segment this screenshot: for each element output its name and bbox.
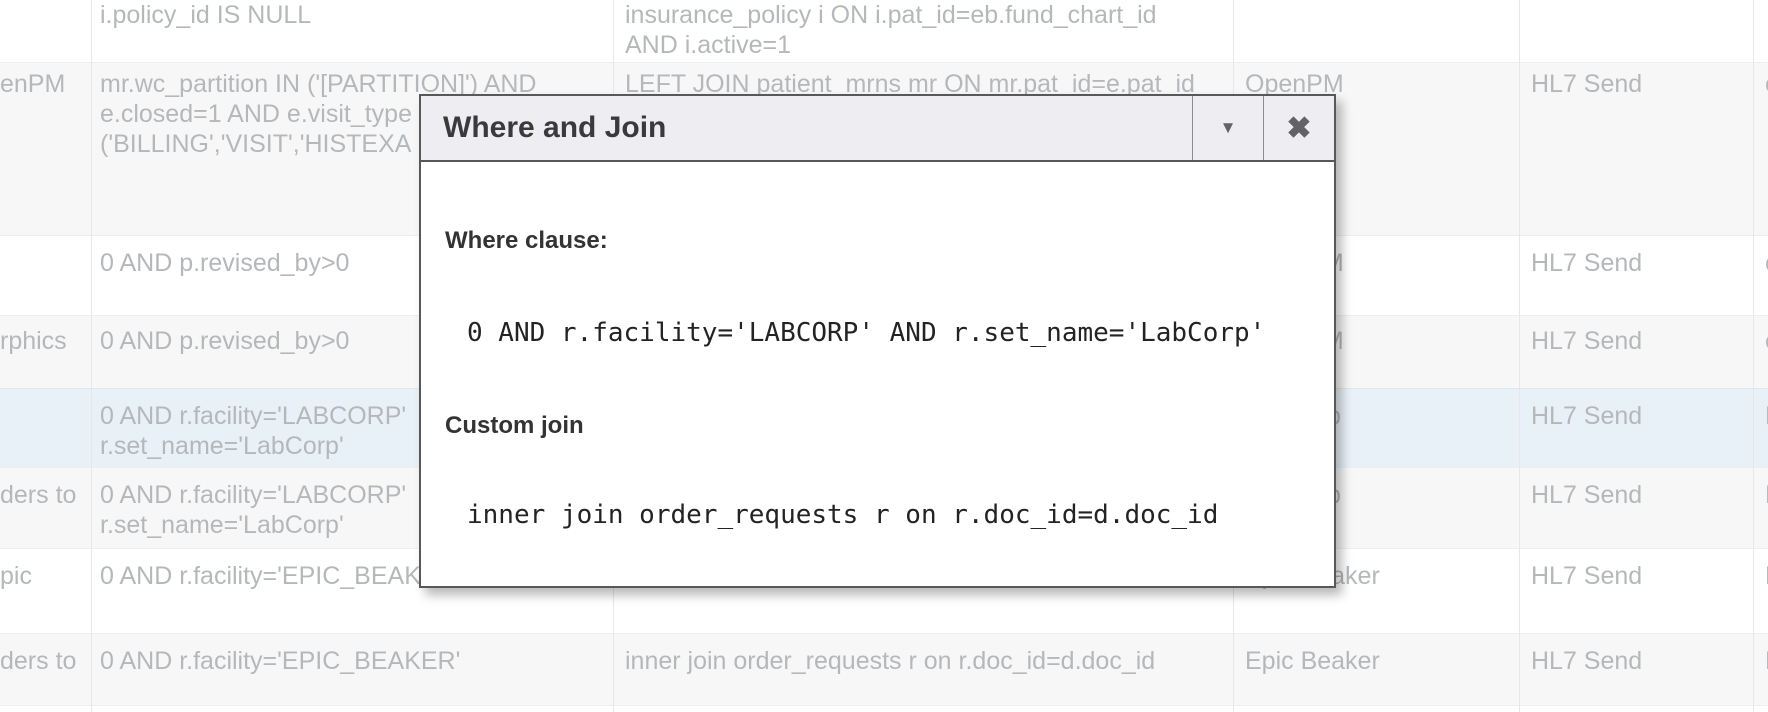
custom-join-cell: insurance_policy i ON i.pat_id=eb.fund_c… [625, 1, 1157, 29]
message-type-cell: HL7 Send [1531, 327, 1643, 355]
column-gridline [1753, 0, 1754, 712]
where-clause-cell: 0 AND r.facility='EPIC_BEAKER' [100, 647, 461, 675]
close-icon: ✖ [1286, 111, 1312, 145]
where-and-join-dialog: Where and Join ▼ ✖ Where clause: 0 AND r… [419, 94, 1336, 588]
dialog-title: Where and Join [443, 111, 667, 144]
table-row[interactable] [0, 705, 1768, 712]
where-clause-cell: r.set_name='LabCorp' [100, 511, 344, 539]
message-type-cell: HL7 Send [1531, 647, 1643, 675]
where-clause-cell: 0 AND p.revised_by>0 [100, 327, 350, 355]
clipped-edge-cell: e [1765, 326, 1768, 356]
name-fragment-cell: enPM [0, 70, 66, 98]
message-type-cell: HL7 Send [1531, 562, 1643, 590]
where-clause-cell: 0 AND p.revised_by>0 [100, 249, 350, 277]
message-type-cell: HL7 Send [1531, 402, 1643, 430]
clipped-edge-cell: e [1765, 69, 1768, 99]
where-clause-cell: 0 AND r.facility='EPIC_BEAKER' [100, 562, 461, 590]
column-gridline [1519, 0, 1520, 712]
where-clause-cell: r.set_name='LabCorp' [100, 432, 344, 460]
message-type-cell: HL7 Send [1531, 481, 1643, 509]
system-cell: Epic Beaker [1245, 647, 1380, 675]
where-clause-cell: 0 AND r.facility='LABCORP' [100, 402, 407, 430]
where-clause-cell: mr.wc_partition IN ('[PARTITION]') AND [100, 70, 537, 98]
custom-join-cell: inner join order_requests r on r.doc_id=… [625, 647, 1156, 675]
where-clause-cell: ('BILLING','VISIT','HISTEXA [100, 130, 412, 158]
name-fragment-cell: rphics [0, 327, 67, 355]
custom-join-cell: LEFT JOIN patient_mrns mr ON mr.pat_id=e… [625, 70, 1195, 98]
column-gridline [91, 0, 92, 712]
name-fragment-cell: pic [0, 562, 32, 590]
close-button[interactable]: ✖ [1263, 96, 1334, 160]
chevron-down-icon: ▼ [1219, 118, 1237, 137]
custom-join-value: inner join order_requests r on r.doc_id=… [467, 500, 1219, 530]
name-fragment-cell: ders to [0, 647, 77, 675]
clipped-edge-cell: L [1765, 480, 1768, 510]
where-clause-cell: e.closed=1 AND e.visit_type [100, 100, 412, 128]
clipped-edge-cell: L [1765, 646, 1768, 676]
table-row[interactable]: i.policy_id IS NULL insurance_policy i O… [0, 0, 1768, 62]
system-cell: OpenPM [1245, 70, 1344, 98]
dialog-titlebar[interactable]: Where and Join ▼ ✖ [421, 96, 1334, 162]
where-clause-cell: 0 AND r.facility='LABCORP' [100, 481, 407, 509]
clipped-edge-cell: L [1765, 401, 1768, 431]
where-clause-value: 0 AND r.facility='LABCORP' AND r.set_nam… [467, 318, 1266, 348]
collapse-button[interactable]: ▼ [1192, 96, 1263, 160]
where-clause-cell: i.policy_id IS NULL [100, 1, 312, 29]
clipped-edge-cell: L [1765, 561, 1768, 591]
table-row[interactable]: ders to 0 AND r.facility='EPIC_BEAKER' i… [0, 633, 1768, 706]
clipped-edge-cell: e [1765, 248, 1768, 278]
custom-join-label: Custom join [445, 412, 584, 439]
name-fragment-cell: ders to [0, 481, 77, 509]
message-type-cell: HL7 Send [1531, 70, 1643, 98]
custom-join-cell: AND i.active=1 [625, 31, 792, 59]
where-clause-label: Where clause: [445, 227, 608, 254]
table-row[interactable]: enPM mr.wc_partition IN ('[PARTITION]') … [0, 62, 1768, 236]
message-type-cell: HL7 Send [1531, 249, 1643, 277]
